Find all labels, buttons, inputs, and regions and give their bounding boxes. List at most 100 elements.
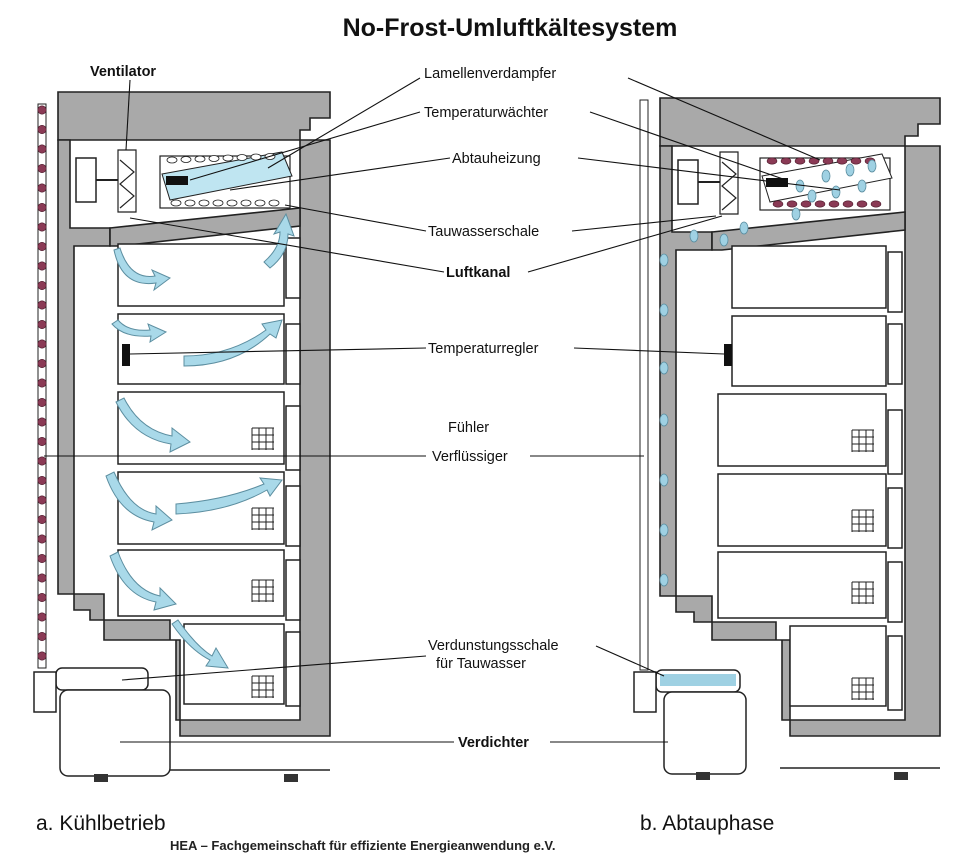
water-drop	[659, 303, 669, 317]
label-temperaturwaechter: Temperaturwächter	[424, 105, 548, 121]
condenser-coil	[37, 378, 47, 388]
condenser-coil	[37, 573, 47, 583]
condenser-coil	[37, 242, 47, 252]
evaporator-tube	[222, 154, 234, 162]
foot	[94, 774, 108, 782]
condenser-coil	[37, 280, 47, 290]
condenser-coil	[37, 534, 47, 544]
evaporator-tube	[184, 199, 196, 207]
heating-coil	[856, 200, 868, 208]
footer-credit: HEA – Fachgemeinschaft für effiziente En…	[170, 838, 556, 853]
condenser-coil	[37, 553, 47, 563]
door-shelf-2	[887, 323, 903, 385]
condenser-coil	[37, 339, 47, 349]
condenser-coil	[37, 592, 47, 602]
label-ventilator: Ventilator	[90, 64, 156, 80]
water-drop	[867, 159, 877, 173]
door-shelf-1	[887, 251, 903, 313]
water-drop	[807, 189, 817, 203]
drawer-4	[183, 623, 285, 705]
shelf-2	[731, 315, 887, 387]
airflow-arrow	[109, 551, 177, 611]
drawer-grid	[251, 427, 274, 450]
drawer-grid	[851, 581, 874, 604]
label-fuehler: Fühler	[448, 420, 489, 436]
condenser-coil	[37, 183, 47, 193]
heating-coil	[870, 200, 882, 208]
evaporator-tube	[180, 156, 192, 163]
door-shelf-5	[285, 559, 301, 621]
airflow-arrow	[175, 477, 283, 515]
shelf-2	[117, 313, 285, 385]
drawer-grid	[851, 677, 874, 700]
airflow-arrow	[111, 319, 168, 344]
heating-coil	[800, 200, 812, 208]
water-drop	[689, 229, 699, 243]
evaporator-tube	[166, 156, 178, 164]
condenser-coil	[37, 144, 47, 154]
foot	[284, 774, 298, 782]
heating-coil	[836, 157, 848, 165]
airflow-arrow	[171, 619, 229, 669]
label-verdichter: Verdichter	[458, 735, 529, 751]
leader-lines	[44, 77, 841, 743]
foot	[894, 772, 908, 780]
condenser-coils	[37, 105, 47, 661]
water-drop	[857, 179, 867, 193]
fan-icon	[119, 159, 135, 209]
drawer-3	[117, 549, 285, 617]
condenser-coil	[37, 417, 47, 427]
heating-coil	[766, 157, 778, 165]
door-shelf-3	[887, 409, 903, 475]
condenser-coil	[37, 651, 47, 661]
door-shelf-3	[285, 405, 301, 471]
heating-coil	[850, 157, 862, 165]
evaporator-tube	[240, 199, 252, 207]
water-drop	[659, 523, 669, 537]
airflow-arrow	[113, 247, 171, 292]
compressor	[59, 689, 171, 777]
fridge-cooling-mode	[33, 91, 331, 782]
caption-defrost-mode: b. Abtauphase	[640, 812, 774, 835]
heating-coil	[786, 200, 798, 208]
airflow-arrow	[263, 212, 295, 269]
drawer-4	[789, 625, 887, 707]
evaporator-tube	[198, 199, 210, 207]
condenser-coil	[37, 514, 47, 524]
cabinet-front-wall	[73, 139, 331, 737]
door-shelf-4	[285, 485, 301, 547]
water-drop	[659, 413, 669, 427]
thermostat-sensor	[166, 176, 188, 185]
condenser-coil	[37, 436, 47, 446]
temperature-regulator-knob	[724, 344, 732, 366]
heating-coil	[794, 157, 806, 165]
heating-coil	[814, 200, 826, 208]
condenser-coil	[37, 164, 47, 174]
label-fuer-tauwasser: für Tauwasser	[436, 656, 526, 672]
condenser-coil	[37, 397, 47, 407]
label-temperaturregler: Temperaturregler	[428, 341, 539, 357]
shelf-1	[117, 243, 285, 307]
air-duct-separator	[109, 207, 301, 247]
water-drop	[719, 233, 729, 247]
evaporator-tube	[236, 154, 248, 161]
drawer-grid	[251, 675, 274, 698]
cabinet-insulation	[659, 97, 941, 147]
label-luftkanal: Luftkanal	[446, 265, 510, 281]
heating-coil	[822, 157, 834, 165]
label-verfluessiger: Verflüssiger	[432, 449, 508, 465]
condenser-pipe	[639, 99, 649, 671]
drawer-grid	[851, 429, 874, 452]
fan-motor	[677, 159, 699, 205]
condenser-coil	[37, 203, 47, 213]
water-drop	[821, 169, 831, 183]
airflow-arrow	[115, 397, 191, 453]
evaporator-tube	[254, 199, 266, 207]
condenser-coil	[37, 319, 47, 329]
water-drop	[659, 573, 669, 587]
heating-coil	[828, 200, 840, 208]
cabinet-front-wall	[675, 145, 941, 737]
airflow-arrow	[105, 471, 173, 531]
condenser-coil	[37, 358, 47, 368]
